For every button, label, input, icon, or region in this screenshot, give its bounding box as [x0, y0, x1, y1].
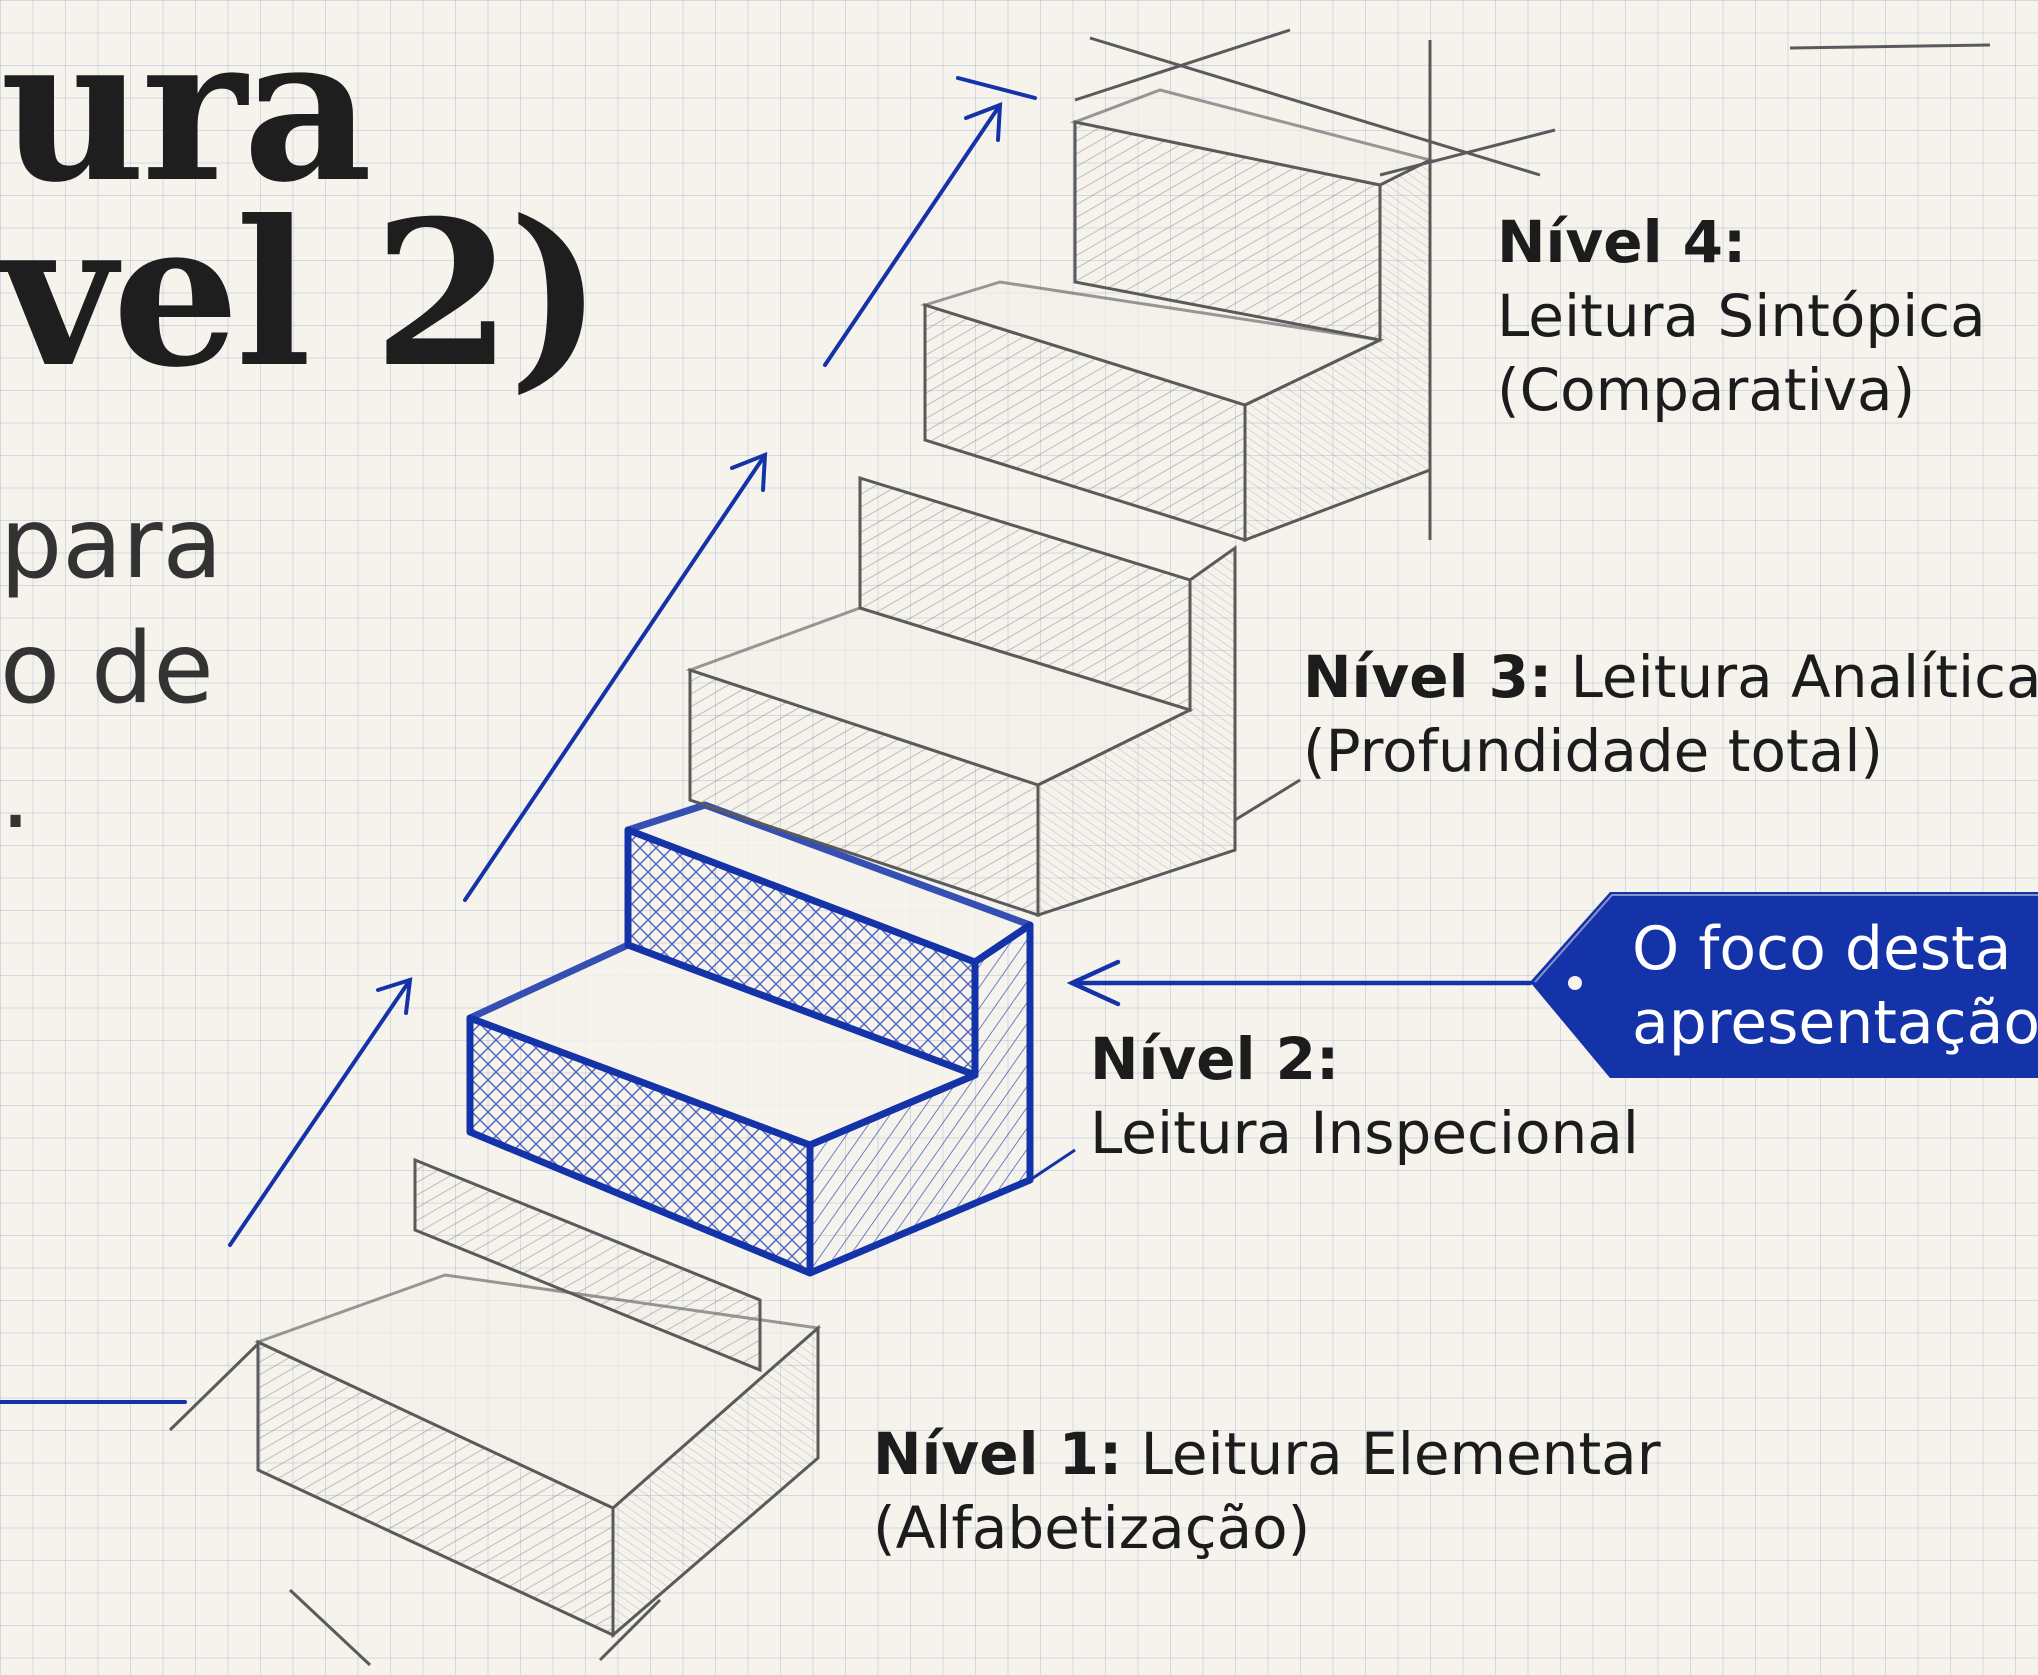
label-level-3-name: Leitura Analítica	[1570, 643, 2038, 711]
callout-text: O foco desta apresentação	[1632, 912, 2038, 1060]
label-level-3-key: Nível 3:	[1303, 643, 1553, 711]
label-level-4: Nível 4: Leitura Sintópica (Comparativa)	[1497, 205, 1986, 427]
step-level-2	[466, 801, 1076, 1277]
subtitle-line-1: para	[0, 487, 223, 601]
title-line-1: ura	[0, 0, 372, 227]
step-level-1	[168, 1157, 822, 1667]
label-level-4-name: Leitura Sintópica	[1497, 282, 1986, 350]
label-level-2-name: Leitura Inspecional	[1090, 1099, 1639, 1167]
label-level-1: Nível 1: Leitura Elementar (Alfabetizaçã…	[873, 1417, 1661, 1565]
step-level-3	[685, 475, 1301, 918]
label-level-1-name: Leitura Elementar	[1140, 1420, 1661, 1488]
subtitle-line-2: o de	[0, 612, 214, 726]
label-level-3-desc: (Profundidade total)	[1303, 717, 1884, 785]
label-level-1-desc: (Alfabetização)	[873, 1494, 1311, 1562]
label-level-2-key: Nível 2:	[1090, 1025, 1340, 1093]
label-level-2: Nível 2: Leitura Inspecional	[1090, 1022, 1639, 1170]
label-level-4-desc: (Comparativa)	[1497, 356, 1916, 424]
label-level-1-key: Nível 1:	[873, 1420, 1123, 1488]
callout-tag	[1530, 892, 2038, 1078]
callout-line-1: O foco desta	[1632, 914, 2012, 984]
callout-pointer	[1066, 959, 1533, 1007]
subtitle-line-3: .	[0, 737, 32, 851]
callout-line-2: apresentação	[1632, 988, 2038, 1058]
title-line-2: vel 2)	[0, 177, 603, 412]
step-level-4	[919, 28, 1991, 543]
label-level-4-key: Nível 4:	[1497, 208, 1747, 276]
progress-arrows	[0, 76, 1037, 1404]
label-level-3: Nível 3: Leitura Analítica (Profundidade…	[1303, 640, 2038, 788]
